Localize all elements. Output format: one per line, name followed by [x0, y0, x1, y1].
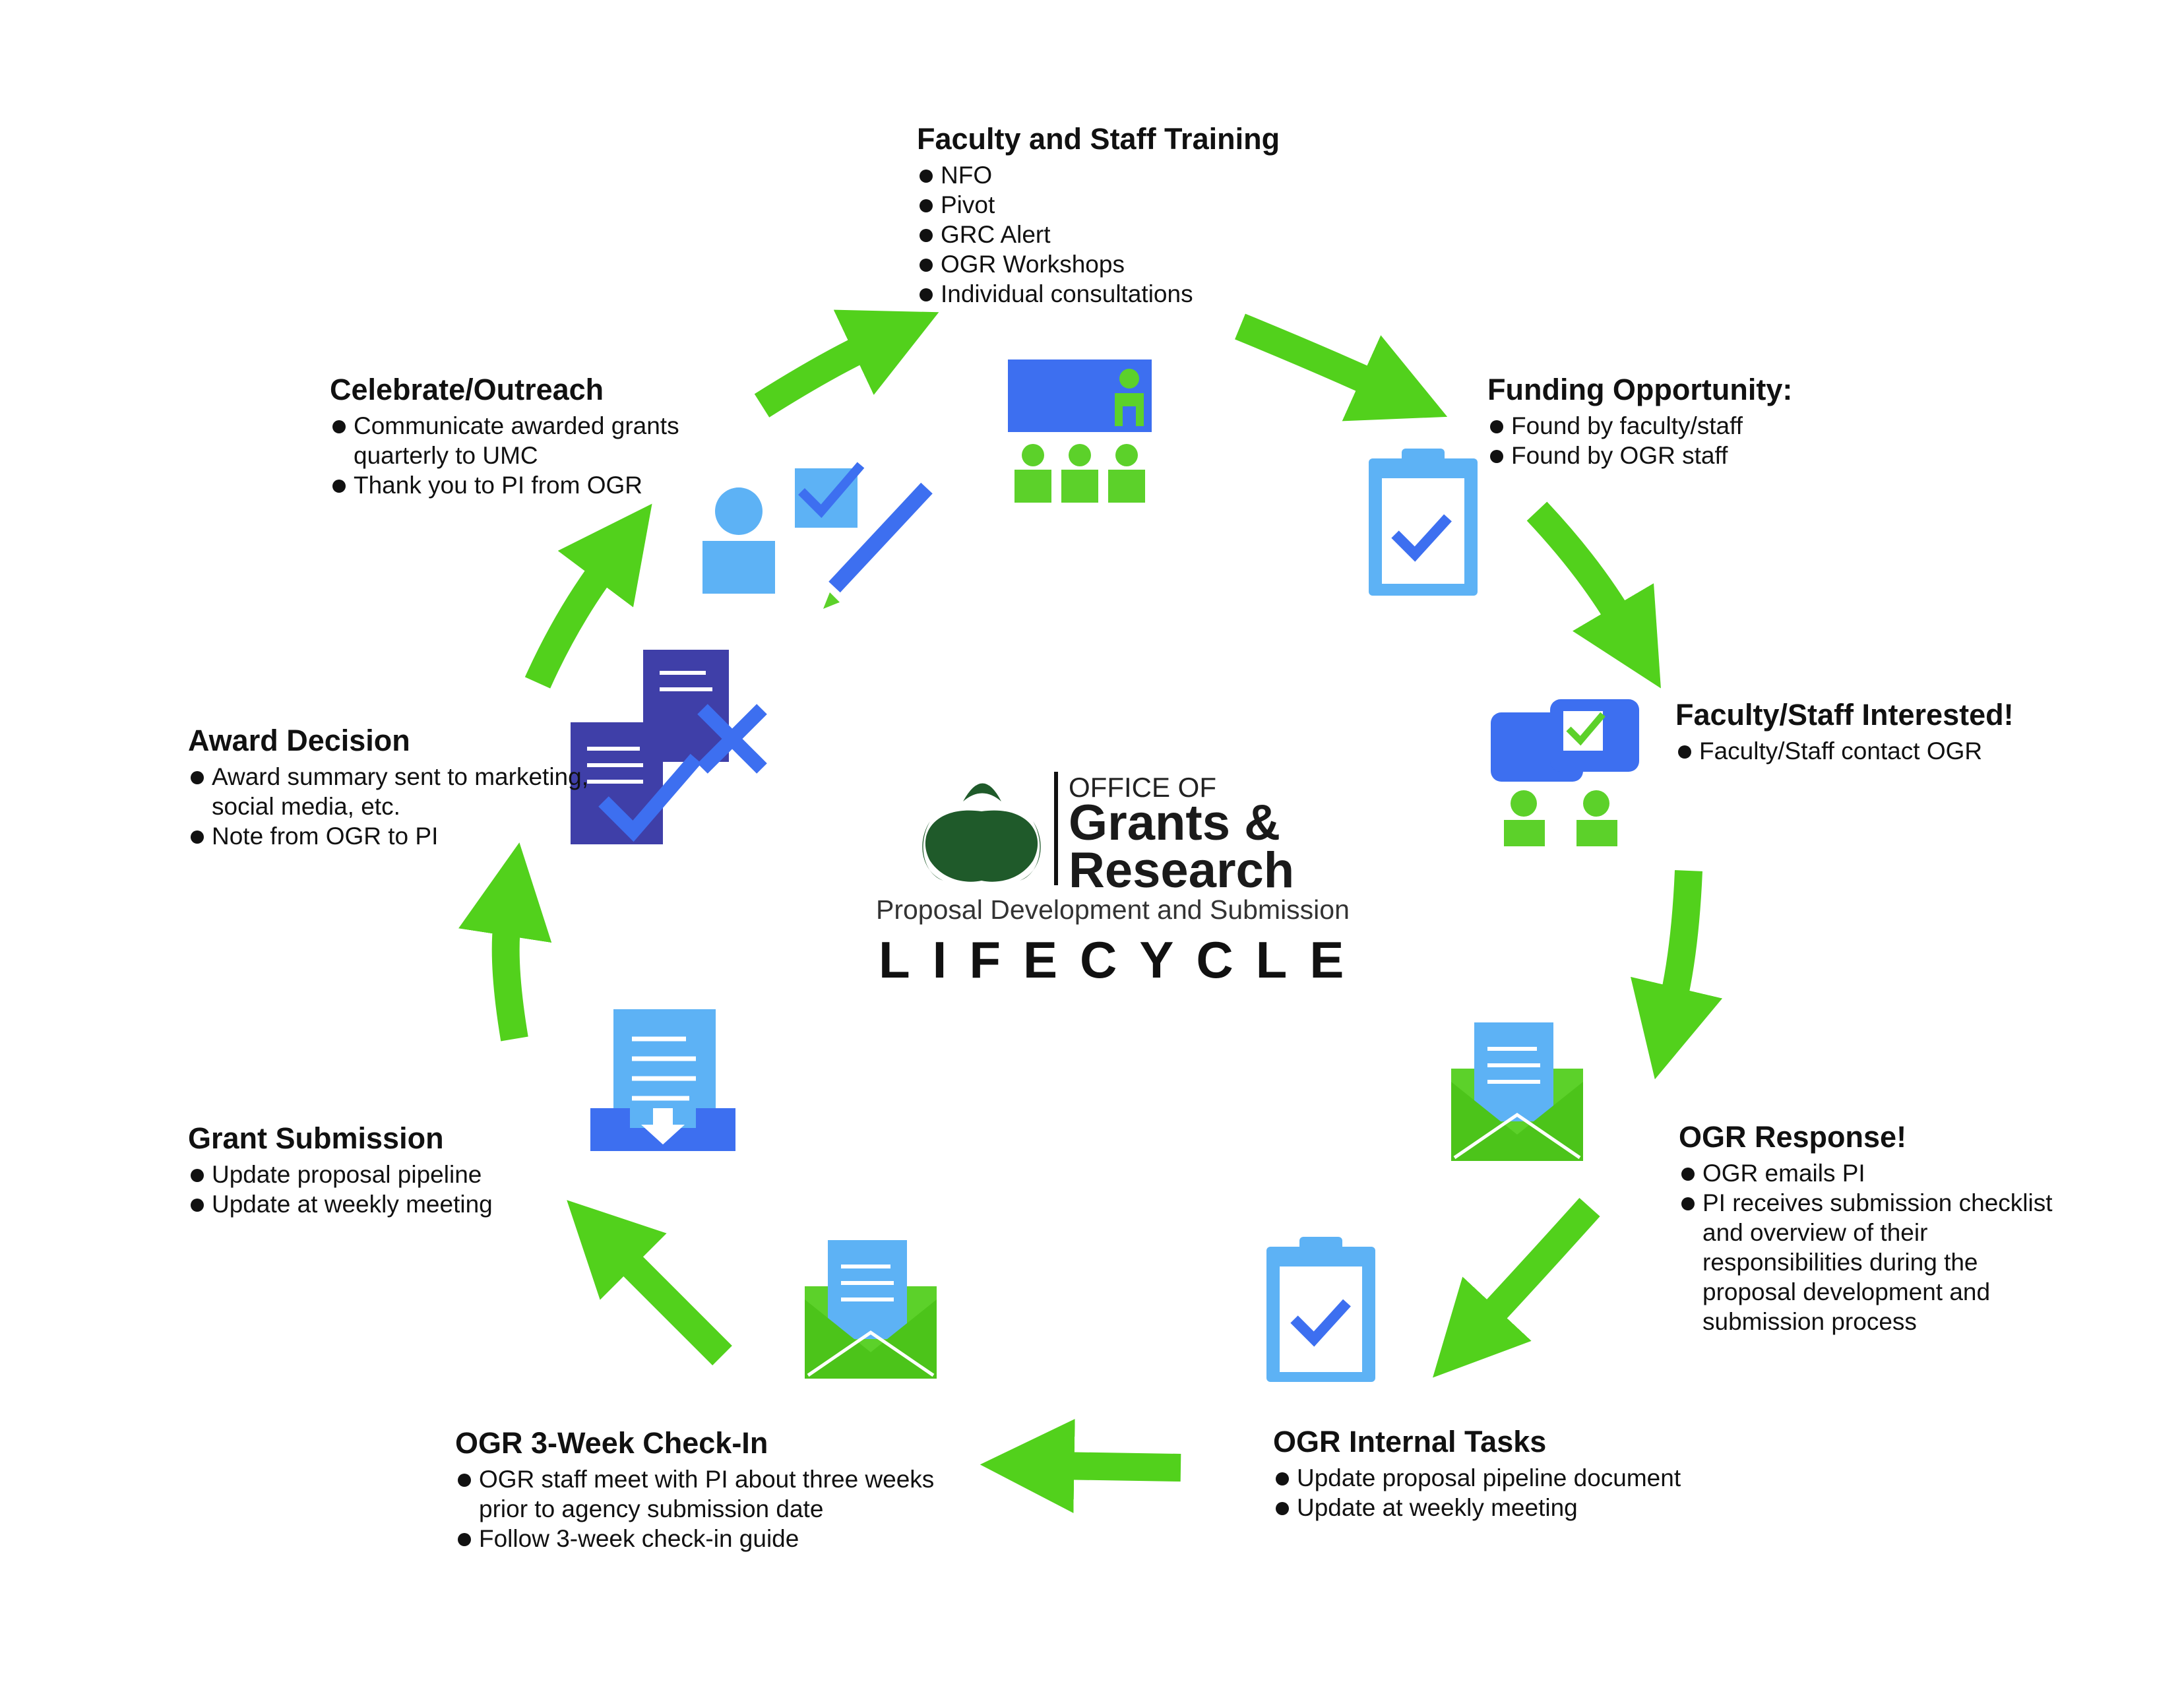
- bullet-item: Update proposal pipeline: [188, 1160, 597, 1189]
- presentation-training-icon: [1008, 359, 1152, 503]
- bullet-item: Update at weekly meeting: [1273, 1493, 1774, 1522]
- documents-check-cross-icon: [571, 650, 767, 844]
- bullet-item: Found by OGR staff: [1487, 441, 1896, 470]
- bullet-item: Individual consultations: [917, 279, 1379, 309]
- center-title-block: OFFICE OF Grants & Research Proposal Dev…: [864, 765, 1365, 989]
- bullet-item: OGR emails PI: [1679, 1158, 2075, 1188]
- bullet-item: Thank you to PI from OGR: [330, 470, 712, 500]
- stage-title: Funding Opportunity:: [1487, 373, 1793, 406]
- stage-interested: Faculty/Staff Interested! Faculty/Staff …: [1675, 698, 2150, 766]
- bullet-item: Pivot: [917, 190, 1379, 220]
- stage-title: Award Decision: [188, 724, 410, 757]
- stage-celebrate: Celebrate/Outreach Communicate awarded g…: [330, 373, 712, 500]
- arrow-award-to-celebrate: [524, 503, 652, 689]
- logo-grants: Grants &: [1069, 795, 1280, 851]
- stage-title: OGR Response!: [1679, 1120, 1907, 1154]
- stage-title: Faculty and Staff Training: [917, 122, 1280, 156]
- person-checkbox-pencil-icon: [702, 462, 933, 609]
- stage-bullets: Found by faculty/staff Found by OGR staf…: [1487, 411, 1896, 470]
- logo-office-of: OFFICE OF: [1069, 772, 1216, 803]
- bullet-item: NFO: [917, 160, 1379, 190]
- envelope-document-icon: [1451, 1022, 1583, 1161]
- arrow-submission-to-award: [458, 842, 552, 1042]
- stage-bullets: NFO Pivot GRC Alert OGR Workshops Indivi…: [917, 160, 1379, 309]
- stage-bullets: Faculty/Staff contact OGR: [1675, 736, 2150, 766]
- clipboard-check-icon: [1266, 1237, 1375, 1382]
- bullet-item: Follow 3-week check-in guide: [455, 1524, 970, 1553]
- bullet-item: GRC Alert: [917, 220, 1379, 249]
- stage-bullets: Award summary sent to marketing, social …: [188, 762, 590, 851]
- stage-bullets: Update proposal pipeline Update at weekl…: [188, 1160, 597, 1219]
- stage-funding: Funding Opportunity: Found by faculty/st…: [1487, 373, 1896, 470]
- clipboard-check-icon: [1369, 449, 1478, 596]
- stage-title: Grant Submission: [188, 1121, 444, 1155]
- stage-title: Celebrate/Outreach: [330, 373, 604, 406]
- arrow-celebrate-to-training: [754, 309, 939, 418]
- stage-bullets: OGR staff meet with PI about three weeks…: [455, 1464, 970, 1553]
- envelope-document-icon: [805, 1240, 937, 1379]
- arrow-response-to-internal: [1433, 1197, 1600, 1378]
- stage-bullets: Update proposal pipeline document Update…: [1273, 1463, 1774, 1522]
- bullet-item: Award summary sent to marketing, social …: [188, 762, 590, 821]
- bullet-item: Update proposal pipeline document: [1273, 1463, 1774, 1493]
- bullet-item: OGR staff meet with PI about three weeks…: [455, 1464, 970, 1524]
- logo-research: Research: [1069, 842, 1295, 898]
- logo-divider: [1054, 772, 1058, 885]
- diagram-title: LIFECYCLE: [879, 931, 1367, 989]
- bullet-item: Communicate awarded grants quarterly to …: [330, 411, 712, 470]
- arrow-checkin-to-submission: [567, 1200, 732, 1365]
- arrow-interested-to-response: [1631, 870, 1723, 1080]
- stage-award: Award Decision Award summary sent to mar…: [188, 724, 590, 851]
- arrow-training-to-funding: [1235, 313, 1448, 422]
- stage-title: OGR Internal Tasks: [1273, 1425, 1547, 1458]
- chat-people-icon: [1491, 699, 1639, 846]
- stage-training: Faculty and Staff Training NFO Pivot GRC…: [917, 122, 1379, 309]
- diagram-subtitle: Proposal Development and Submission: [876, 894, 1350, 925]
- arrow-funding-to-interested: [1526, 501, 1661, 689]
- bullet-item: OGR Workshops: [917, 249, 1379, 279]
- bullet-item: Update at weekly meeting: [188, 1189, 597, 1219]
- logo-grants-research: Grants & Research: [1069, 795, 1295, 898]
- stage-bullets: Communicate awarded grants quarterly to …: [330, 411, 712, 500]
- bullet-item: Found by faculty/staff: [1487, 411, 1896, 441]
- bullet-item: Note from OGR to PI: [188, 821, 590, 851]
- stage-bullets: OGR emails PI PI receives submission che…: [1679, 1158, 2075, 1336]
- arrow-internal-to-checkin: [980, 1419, 1181, 1513]
- stage-checkin: OGR 3-Week Check-In OGR staff meet with …: [455, 1426, 970, 1553]
- bullet-item: Faculty/Staff contact OGR: [1675, 736, 2150, 766]
- stage-internal: OGR Internal Tasks Update proposal pipel…: [1273, 1425, 1774, 1522]
- stage-submission: Grant Submission Update proposal pipelin…: [188, 1121, 597, 1219]
- stage-title: OGR 3-Week Check-In: [455, 1426, 768, 1460]
- stage-title: Faculty/Staff Interested!: [1675, 698, 2014, 732]
- bullet-item: PI receives submission checklist and ove…: [1679, 1188, 2075, 1336]
- stage-response: OGR Response! OGR emails PI PI receives …: [1679, 1120, 2075, 1336]
- ogr-logo-emblem: [922, 783, 1041, 882]
- inbox-download-icon: [590, 1009, 735, 1151]
